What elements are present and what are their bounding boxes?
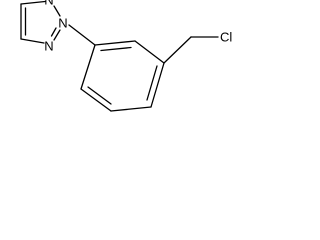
bond-c6-c1 (80, 44, 96, 90)
atom-label-cl: Cl (220, 30, 232, 45)
bond-aryl-ch2 (163, 36, 192, 64)
bond-n2-aryl (68, 24, 96, 46)
atom-label-n1: N (44, 39, 53, 54)
bond-c5-n1 (20, 38, 45, 44)
bond-c5-c6-inner (87, 86, 112, 105)
bond-n2-n1 (53, 29, 61, 41)
benzene-ring (80, 40, 165, 112)
bond-n3-n2 (53, 5, 61, 17)
bond-c4-c5-benzene (110, 106, 152, 112)
bond-n2-n1-inner (50, 27, 57, 37)
bond-c3-c4 (150, 62, 165, 108)
atom-label-n2: N (58, 16, 67, 31)
bond-c1-c2 (94, 40, 136, 46)
bond-c1-c2-inner (100, 46, 132, 52)
bond-c2-c3 (134, 40, 165, 64)
bond-c3-c4-inner (146, 65, 158, 101)
chemical-structure: N N N Cl (20, 0, 232, 112)
bond-c5-c6 (80, 88, 112, 112)
atom-label-n3: N (44, 0, 53, 8)
bond-c4-n3 (20, 0, 46, 5)
triazole-ring (20, 0, 61, 44)
